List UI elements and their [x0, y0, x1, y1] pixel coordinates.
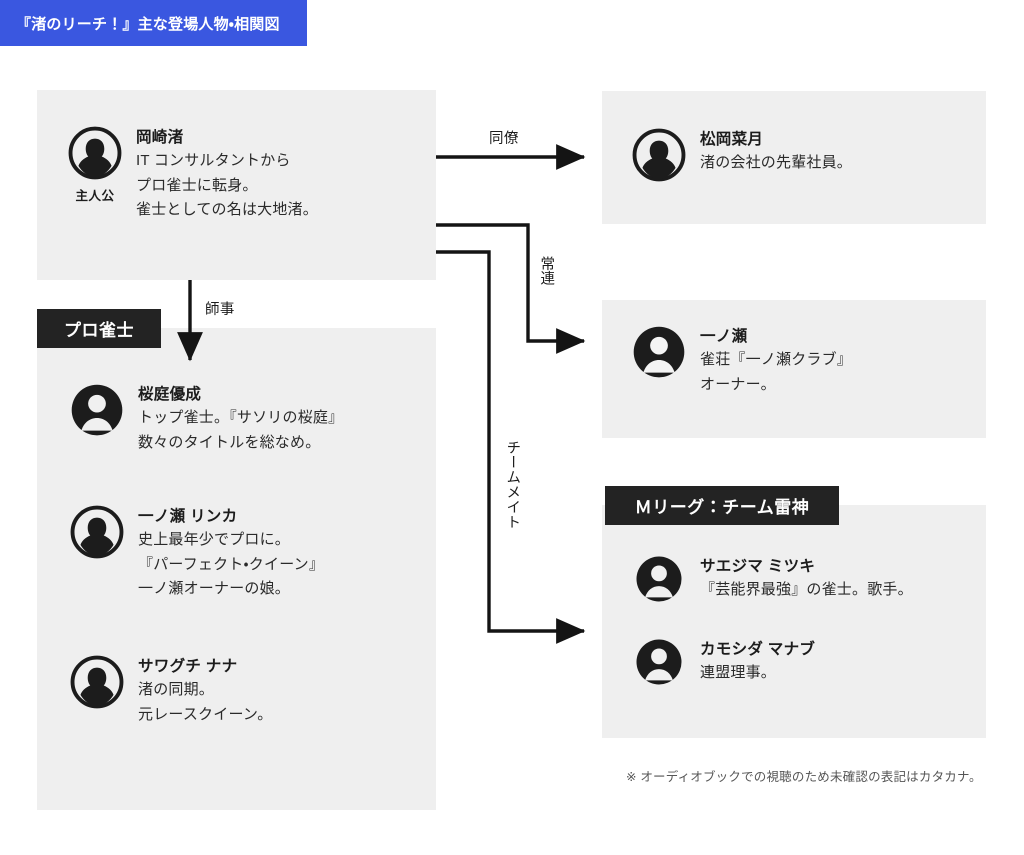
edge-label-regular: 常連: [538, 256, 555, 286]
avatar-block-rinka: [70, 505, 124, 559]
avatar-block-kamoshida: [632, 638, 686, 686]
avatar-filled-male-icon: [633, 326, 685, 378]
person-card-nana[interactable]: サワグチ ナナ 渚の同期。 元レースクイーン。: [70, 655, 272, 727]
person-name-nana: サワグチ ナナ: [138, 658, 238, 675]
person-desc-nagisa: IT コンサルタントから プロ雀士に転身。 雀士としての名は大地渚。: [136, 152, 318, 219]
person-desc-nana: 渚の同期。 元レースクイーン。: [138, 681, 273, 723]
person-name-nagisa: 岡崎渚: [136, 129, 184, 146]
person-card-sakuraba[interactable]: 桜庭優成 トップ雀士。『サソリの桜庭』 数々のタイトルを総なめ。: [70, 383, 343, 455]
avatar-filled-male-icon: [71, 384, 123, 436]
avatar-block-sakuraba: [70, 383, 124, 437]
person-body-natsuki: 松岡菜月 渚の会社の先輩社員。: [700, 128, 852, 176]
avatar-block-natsuki: [632, 128, 686, 182]
person-card-kamoshida[interactable]: カモシダ マナブ 連盟理事。: [632, 638, 815, 686]
avatar-block-nagisa: 主人公: [68, 126, 122, 204]
person-body-saejima: サエジマ ミツキ 『芸能界最強』の雀士。歌手。: [700, 555, 913, 603]
avatar-filled-male-icon: [636, 556, 682, 602]
person-desc-rinka: 史上最年少でプロに。 『パーフェクト・クイーン』 一ノ瀬オーナーの娘。: [138, 531, 325, 598]
person-name-kamoshida: カモシダ マナブ: [700, 641, 816, 658]
panel-protagonist: [37, 90, 436, 280]
person-card-nagisa[interactable]: 主人公 岡崎渚 IT コンサルタントから プロ雀士に転身。 雀士としての名は大地…: [68, 126, 318, 222]
avatar-role-nagisa: 主人公: [75, 189, 115, 203]
avatar-outline-female-icon: [70, 655, 124, 709]
person-name-saejima: サエジマ ミツキ: [700, 558, 816, 575]
group-tag-m-league-team: Ｍリーグ：チーム雷神: [605, 486, 839, 525]
person-name-rinka: 一ノ瀬 リンカ: [138, 508, 238, 525]
panel-m-league-team: [602, 505, 986, 738]
person-name-sakuraba: 桜庭優成: [138, 386, 202, 403]
person-desc-kamoshida: 連盟理事。: [700, 664, 777, 682]
person-body-rinka: 一ノ瀬 リンカ 史上最年少でプロに。 『パーフェクト・クイーン』 一ノ瀬オーナー…: [138, 505, 324, 601]
avatar-block-saejima: [632, 555, 686, 603]
edge-regular-line: [436, 223, 586, 354]
person-body-kamoshida: カモシダ マナブ 連盟理事。: [700, 638, 815, 686]
avatar-filled-male-icon: [636, 639, 682, 685]
person-body-nagisa: 岡崎渚 IT コンサルタントから プロ雀士に転身。 雀士としての名は大地渚。: [136, 126, 318, 222]
person-card-rinka[interactable]: 一ノ瀬 リンカ 史上最年少でプロに。 『パーフェクト・クイーン』 一ノ瀬オーナー…: [70, 505, 324, 601]
avatar-outline-female-icon: [632, 128, 686, 182]
edge-label-colleague: 同僚: [489, 131, 519, 147]
person-name-ichinose: 一ノ瀬: [700, 328, 748, 345]
avatar-block-nana: [70, 655, 124, 709]
person-card-natsuki[interactable]: 松岡菜月 渚の会社の先輩社員。: [632, 128, 852, 182]
page-title-bar: 『渚のリーチ！』主な登場人物・相関図: [0, 0, 307, 46]
person-name-natsuki: 松岡菜月: [700, 131, 764, 148]
person-body-nana: サワグチ ナナ 渚の同期。 元レースクイーン。: [138, 655, 272, 727]
person-desc-natsuki: 渚の会社の先輩社員。: [700, 154, 853, 172]
person-desc-sakuraba: トップ雀士。『サソリの桜庭』 数々のタイトルを総なめ。: [138, 409, 344, 451]
group-tag-pro-players: プロ雀士: [37, 309, 161, 348]
edge-label-mentor: 師事: [205, 302, 235, 318]
footnote: ※ オーディオブックでの視聴のため未確認の表記はカタカナ。: [626, 770, 982, 784]
page-title: 『渚のリーチ！』主な登場人物・相関図: [16, 15, 280, 33]
person-body-sakuraba: 桜庭優成 トップ雀士。『サソリの桜庭』 数々のタイトルを総なめ。: [138, 383, 343, 455]
avatar-block-ichinose: [632, 325, 686, 379]
person-card-ichinose[interactable]: 一ノ瀬 雀荘『一ノ瀬クラブ』 オーナー。: [632, 325, 852, 397]
person-desc-ichinose: 雀荘『一ノ瀬クラブ』 オーナー。: [700, 351, 853, 393]
avatar-outline-female-icon: [68, 126, 122, 180]
avatar-outline-female-icon: [70, 505, 124, 559]
edge-label-teammate: チームメイト: [504, 440, 521, 530]
person-card-saejima[interactable]: サエジマ ミツキ 『芸能界最強』の雀士。歌手。: [632, 555, 913, 603]
person-body-ichinose: 一ノ瀬 雀荘『一ノ瀬クラブ』 オーナー。: [700, 325, 852, 397]
person-desc-saejima: 『芸能界最強』の雀士。歌手。: [700, 581, 913, 599]
